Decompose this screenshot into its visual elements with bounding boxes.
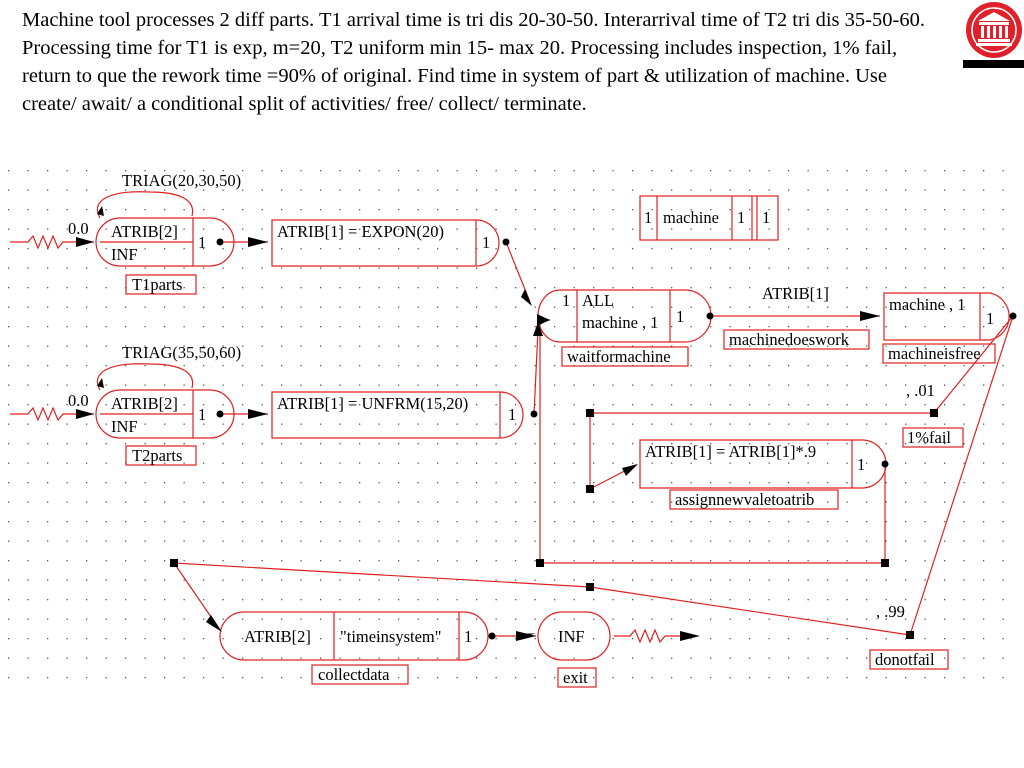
await-label: waitformachine: [567, 347, 671, 366]
collect-title: "timeinsystem": [340, 627, 441, 646]
resource-name: machine: [663, 208, 719, 227]
free-branch-count: 1: [986, 309, 994, 328]
problem-statement: Machine tool processes 2 diff parts. T1 …: [22, 9, 925, 115]
await-all: ALL: [582, 291, 614, 310]
activity-label: machinedoeswork: [729, 330, 850, 349]
resource-file: 1: [762, 208, 770, 227]
pass-label: donotfail: [875, 650, 935, 669]
t1-create-dist: TRIAG(20,30,50): [122, 171, 241, 190]
t2-create-dist: TRIAG(35,50,60): [122, 343, 241, 362]
free-label: machineisfree: [888, 344, 981, 363]
t1-branch-count: 1: [198, 233, 206, 252]
t2-first-time: 0.0: [68, 391, 89, 410]
collect-attribute: ATRIB[2]: [244, 627, 311, 646]
t2-branch-count: 1: [198, 405, 206, 424]
activity-duration: ATRIB[1]: [762, 284, 829, 303]
resource-number: 1: [644, 208, 652, 227]
t1-assign-count: 1: [482, 233, 490, 252]
t2-label: T2parts: [132, 446, 182, 465]
collect-node[interactable]: [219, 611, 489, 661]
await-branch-count: 1: [676, 307, 684, 326]
t2-max-entities: INF: [111, 417, 138, 436]
t1-max-entities: INF: [111, 245, 138, 264]
t2-mark-attr: ATRIB[2]: [111, 394, 178, 413]
await-resource: machine , 1: [582, 313, 659, 332]
institution-logo-icon: [963, 0, 1024, 68]
t1-label: T1parts: [132, 275, 182, 294]
pass-prob: , .99: [876, 602, 905, 621]
free-node[interactable]: [883, 292, 1010, 341]
free-resource: machine , 1: [889, 295, 966, 314]
await-node[interactable]: [537, 289, 712, 343]
rework-expr: ATRIB[1] = ATRIB[1]*.9: [645, 442, 816, 461]
rework-count: 1: [857, 455, 865, 474]
t2-assign-expr: ATRIB[1] = UNFRM(15,20): [277, 394, 468, 413]
fail-prob: , .01: [906, 381, 935, 400]
await-file: 1: [562, 291, 570, 310]
t2-assign-node[interactable]: [271, 391, 524, 439]
t1-mark-attr: ATRIB[2]: [111, 222, 178, 241]
dot-grid: [8, 170, 1004, 679]
terminate-limit: INF: [558, 627, 585, 646]
terminate-label: exit: [563, 668, 588, 687]
t2-assign-count: 1: [508, 405, 516, 424]
terminate-node[interactable]: [537, 611, 611, 661]
t1-assign-node[interactable]: [271, 219, 500, 267]
collect-label: collectdata: [318, 665, 390, 684]
resource-block[interactable]: [639, 195, 779, 241]
t1-first-time: 0.0: [68, 219, 89, 238]
t1-create-node[interactable]: [95, 191, 235, 267]
rework-label: assignnewvaletoatrib: [675, 490, 814, 509]
resource-capacity: 1: [737, 208, 745, 227]
fail-label: 1%fail: [907, 428, 951, 447]
collect-count: 1: [464, 627, 472, 646]
t2-create-node[interactable]: [95, 363, 235, 439]
t1-assign-expr: ATRIB[1] = EXPON(20): [277, 222, 444, 241]
